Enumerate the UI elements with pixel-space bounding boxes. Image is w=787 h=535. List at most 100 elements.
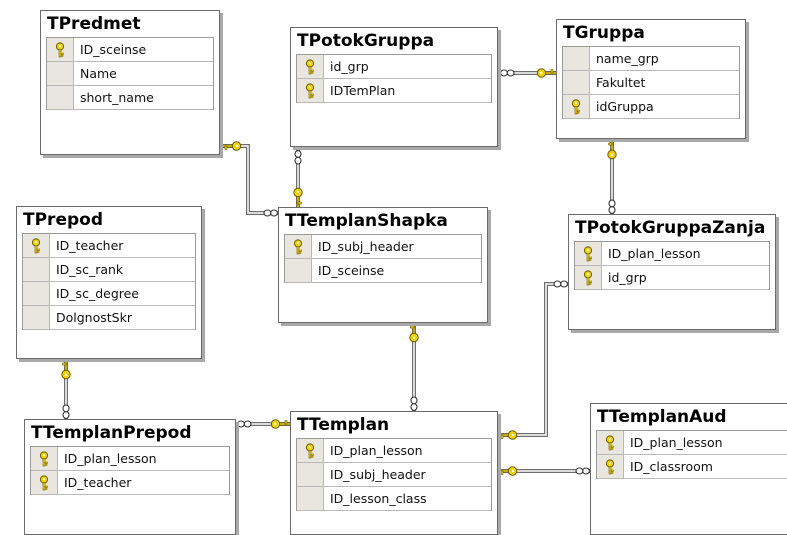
- column-name: ID_sceinse: [80, 42, 147, 57]
- relationship-connector: [222, 141, 278, 217]
- column-name: idGruppa: [596, 99, 654, 114]
- key-tooth: [500, 470, 504, 475]
- infinity-loop: [237, 420, 245, 428]
- column-row[interactable]: IDTemPlan: [297, 79, 491, 103]
- column-row[interactable]: ID_subj_header: [297, 463, 491, 487]
- row-selector[interactable]: [47, 62, 74, 85]
- column-name: ID_sc_degree: [56, 286, 140, 301]
- many-end-infinity-icon: [294, 150, 302, 165]
- column-row[interactable]: ID_teacher: [23, 234, 195, 258]
- column-row[interactable]: ID_sc_rank: [23, 258, 195, 282]
- row-selector[interactable]: [23, 234, 50, 257]
- column-row[interactable]: ID_lesson_class: [297, 487, 491, 511]
- row-selector[interactable]: [47, 38, 74, 61]
- column-row[interactable]: Name: [47, 62, 213, 86]
- column-row[interactable]: id_grp: [575, 266, 769, 290]
- row-selector[interactable]: [563, 71, 590, 94]
- many-end-infinity-icon: [553, 280, 568, 288]
- row-selector[interactable]: [31, 471, 58, 494]
- key-hole: [273, 422, 277, 426]
- row-selector[interactable]: [297, 55, 324, 78]
- infinity-loop: [553, 280, 562, 288]
- row-selector[interactable]: [47, 86, 74, 109]
- row-selector[interactable]: [597, 455, 624, 478]
- row-selector[interactable]: [23, 306, 50, 329]
- column-row[interactable]: Fakultet: [563, 71, 739, 95]
- infinity-loop: [270, 209, 278, 217]
- row-selector[interactable]: [297, 79, 324, 102]
- infinity-loop: [575, 467, 584, 475]
- column-row[interactable]: name_grp: [563, 47, 739, 71]
- infinity-loop: [410, 403, 418, 411]
- column-row[interactable]: DolgnostSkr: [23, 306, 195, 330]
- column-name: id_grp: [330, 59, 369, 74]
- row-selector[interactable]: [597, 431, 624, 454]
- column-row[interactable]: ID_classroom: [597, 455, 787, 479]
- row-selector[interactable]: [297, 439, 324, 462]
- many-end-infinity-icon: [263, 209, 278, 217]
- key-hole: [235, 144, 239, 148]
- key-tooth: [224, 145, 228, 150]
- key-tooth: [608, 142, 613, 146]
- row-selector[interactable]: [563, 47, 590, 70]
- infinity-loop: [500, 69, 508, 77]
- column-name: ID_plan_lesson: [608, 246, 701, 261]
- row-selector[interactable]: [285, 235, 312, 258]
- column-row[interactable]: ID_sc_degree: [23, 282, 195, 306]
- key-hole: [296, 190, 300, 194]
- key-hole: [539, 71, 543, 75]
- column-row[interactable]: ID_plan_lesson: [575, 242, 769, 266]
- row-selector[interactable]: [297, 463, 324, 486]
- infinity-loop: [560, 280, 568, 288]
- column-row[interactable]: ID_teacher: [31, 471, 229, 495]
- column-row[interactable]: id_grp: [297, 55, 491, 79]
- column-name: ID_teacher: [56, 238, 124, 253]
- column-row[interactable]: ID_plan_lesson: [297, 439, 491, 463]
- many-end-infinity-icon: [500, 69, 515, 77]
- many-end-infinity-icon: [237, 420, 252, 428]
- column-row[interactable]: ID_plan_lesson: [597, 431, 787, 455]
- column-row[interactable]: ID_subj_header: [285, 235, 481, 259]
- column-row[interactable]: ID_sceinse: [47, 38, 213, 62]
- connector-line-inner: [498, 283, 568, 436]
- row-selector[interactable]: [575, 242, 602, 265]
- column-row[interactable]: short_name: [47, 86, 213, 110]
- table-title: TPotokGruppa: [297, 31, 435, 51]
- column-name: IDTemPlan: [330, 83, 396, 98]
- infinity-loop: [294, 150, 302, 158]
- primary-key-icon: [583, 245, 593, 261]
- column-name: DolgnostSkr: [56, 310, 132, 325]
- row-selector[interactable]: [297, 487, 324, 510]
- row-selector[interactable]: [575, 266, 602, 289]
- primary-key-icon: [305, 58, 315, 74]
- row-selector[interactable]: [23, 282, 50, 305]
- one-end-key-icon: [409, 323, 419, 343]
- primary-key-icon: [55, 41, 65, 57]
- row-selector[interactable]: [285, 259, 312, 282]
- key-tooth: [500, 434, 504, 439]
- row-selector[interactable]: [23, 258, 50, 281]
- column-row[interactable]: ID_sceinse: [285, 259, 481, 283]
- column-row[interactable]: ID_plan_lesson: [31, 447, 229, 471]
- row-selector[interactable]: [563, 95, 590, 118]
- infinity-loop: [608, 206, 616, 214]
- primary-key-icon: [31, 237, 41, 253]
- infinity-loop: [506, 69, 515, 77]
- column-name: ID_sc_rank: [56, 262, 124, 277]
- column-row[interactable]: idGruppa: [563, 95, 739, 119]
- row-selector[interactable]: [31, 447, 58, 470]
